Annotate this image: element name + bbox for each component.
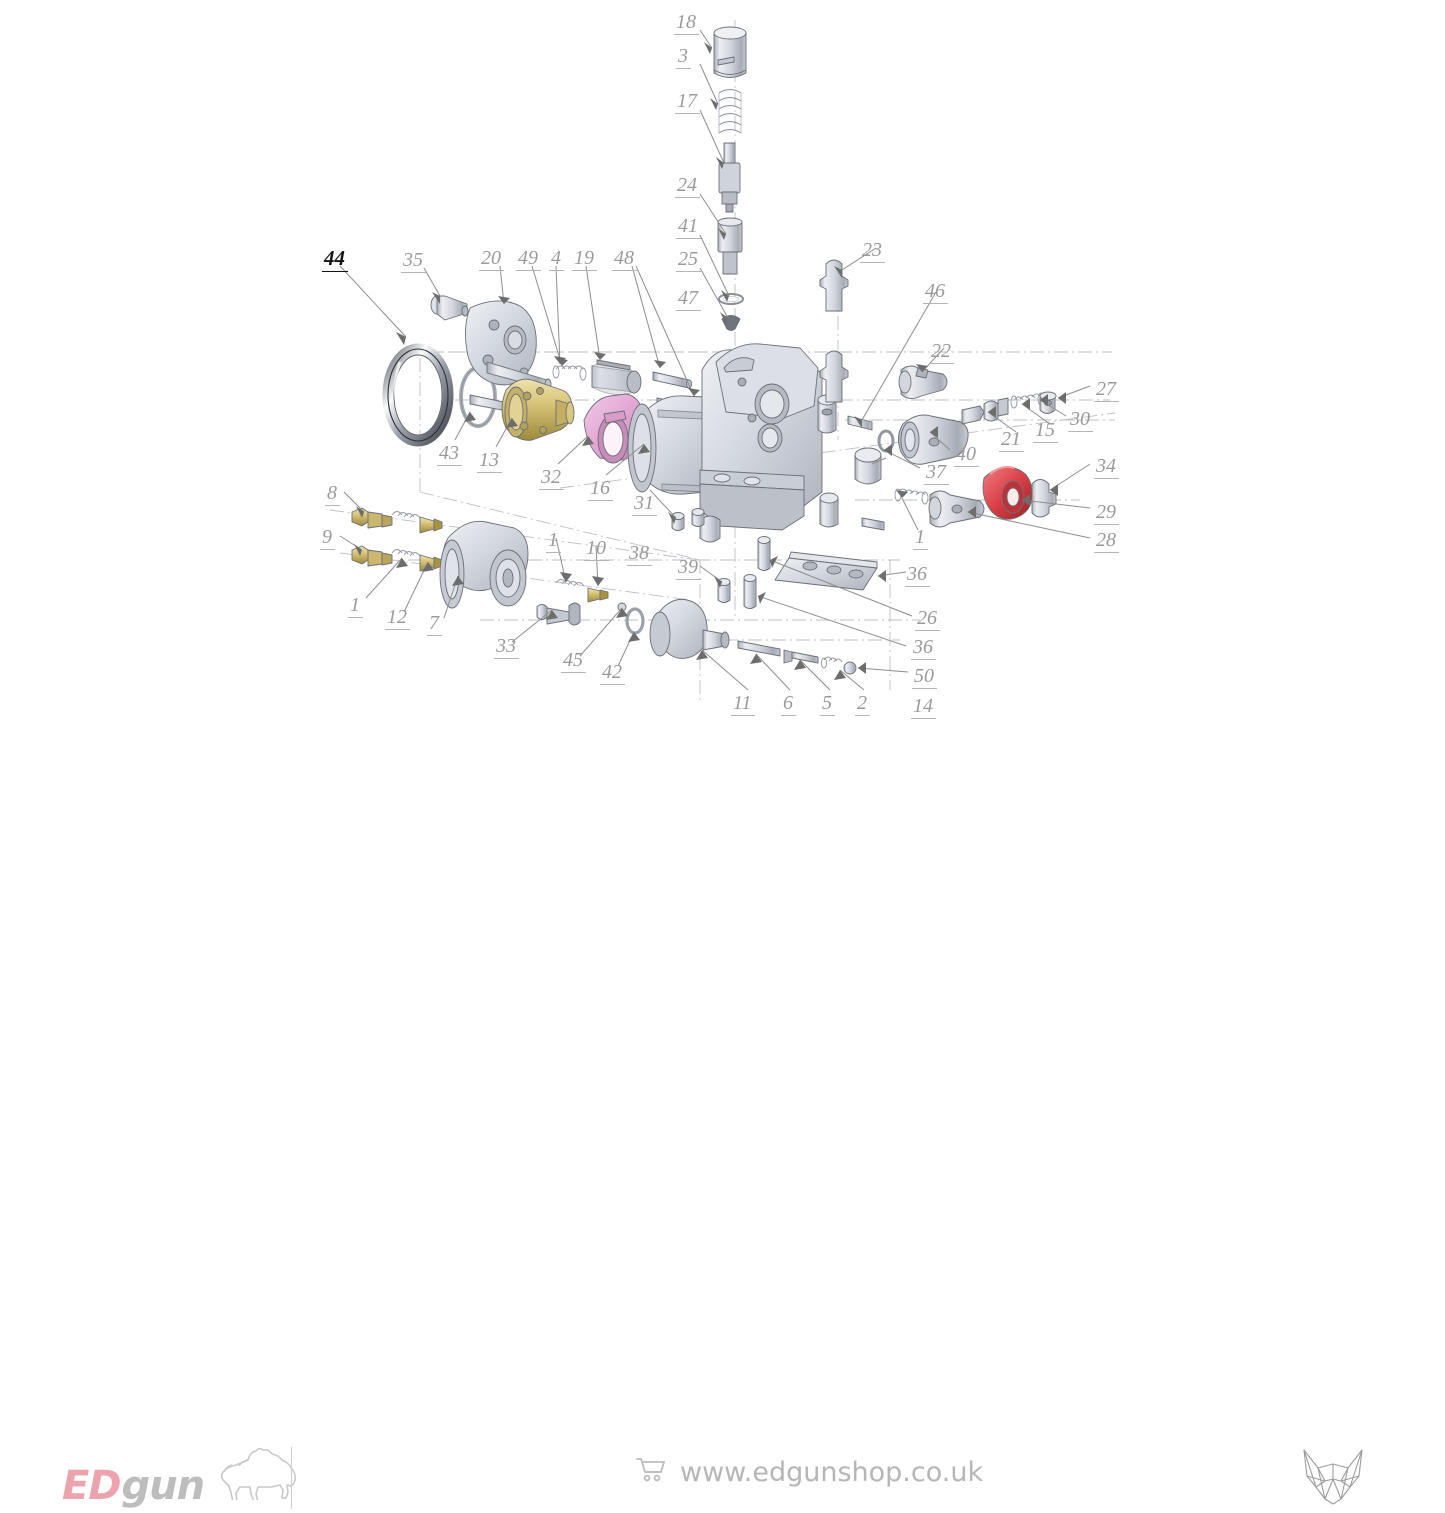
callout-label-4[interactable]: 4	[549, 248, 564, 271]
callout-label-18[interactable]: 18	[674, 12, 699, 35]
callout-label-23[interactable]: 23	[860, 240, 885, 263]
callout-label-39[interactable]: 39	[676, 557, 701, 580]
callout-label-11[interactable]: 11	[731, 693, 755, 716]
shopping-cart-icon	[636, 1457, 666, 1488]
brand-text-gun: gun	[121, 1463, 206, 1509]
callout-label-32[interactable]: 32	[539, 467, 564, 490]
shop-url[interactable]: www.edgunshop.co.uk	[636, 1457, 983, 1488]
callout-label-24[interactable]: 24	[675, 175, 700, 198]
callout-label-40[interactable]: 40	[954, 444, 979, 467]
callout-label-7[interactable]: 7	[427, 613, 442, 636]
callout-label-15[interactable]: 15	[1033, 420, 1058, 443]
callout-label-12[interactable]: 12	[385, 607, 410, 630]
callout-label-50[interactable]: 50	[912, 666, 937, 689]
shop-url-text: www.edgunshop.co.uk	[680, 1457, 984, 1488]
callout-label-45[interactable]: 45	[561, 650, 586, 673]
callout-label-29[interactable]: 29	[1094, 502, 1119, 525]
callout-label-43[interactable]: 43	[437, 443, 462, 466]
callout-label-26[interactable]: 26	[915, 608, 940, 631]
callout-label-14[interactable]: 14	[911, 696, 936, 719]
callout-label-6[interactable]: 6	[781, 693, 796, 716]
callout-label-9[interactable]: 9	[320, 527, 335, 550]
callout-label-16[interactable]: 16	[588, 478, 613, 501]
callout-label-27[interactable]: 27	[1094, 379, 1119, 402]
callout-label-41[interactable]: 41	[676, 216, 701, 239]
exploded-view-illustration	[329, 20, 1116, 700]
callout-label-17[interactable]: 17	[675, 91, 700, 114]
callout-label-30[interactable]: 30	[1068, 409, 1093, 432]
callout-label-36[interactable]: 36	[905, 564, 930, 587]
callout-label-5[interactable]: 5	[820, 693, 835, 716]
callout-label-31[interactable]: 31	[632, 493, 657, 516]
callout-label-46[interactable]: 46	[923, 281, 948, 304]
callout-label-25[interactable]: 25	[676, 249, 701, 272]
callout-label-19[interactable]: 19	[572, 248, 597, 271]
callout-label-38[interactable]: 38	[627, 543, 652, 566]
callout-label-1[interactable]: 1	[348, 595, 363, 618]
callout-label-33[interactable]: 33	[494, 636, 519, 659]
dog-silhouette-icon	[208, 1447, 300, 1505]
callout-label-1[interactable]: 1	[546, 530, 561, 553]
callout-label-34[interactable]: 34	[1094, 456, 1119, 479]
callout-label-42[interactable]: 42	[600, 662, 625, 685]
page-footer: ED gun www.edgunshop.co.uk	[0, 713, 1445, 1509]
callout-label-44[interactable]: 44	[322, 248, 348, 272]
callout-label-47[interactable]: 47	[676, 288, 701, 311]
callout-label-10[interactable]: 10	[584, 538, 609, 561]
callout-label-49[interactable]: 49	[516, 248, 541, 271]
wolf-head-icon	[1300, 1446, 1366, 1513]
callout-label-1[interactable]: 1	[913, 527, 928, 550]
callout-label-37[interactable]: 37	[924, 462, 949, 485]
edgun-logo: ED gun	[62, 1447, 300, 1509]
brand-text-ed: ED	[62, 1463, 122, 1509]
callout-label-48[interactable]: 48	[612, 248, 637, 271]
callout-label-28[interactable]: 28	[1094, 530, 1119, 553]
callout-label-21[interactable]: 21	[999, 429, 1024, 452]
callout-label-2[interactable]: 2	[855, 693, 870, 716]
callout-label-22[interactable]: 22	[929, 341, 954, 364]
callout-label-3[interactable]: 3	[676, 46, 691, 69]
callout-label-8[interactable]: 8	[325, 483, 340, 506]
callout-label-36[interactable]: 36	[911, 637, 936, 660]
callout-label-35[interactable]: 35	[401, 250, 426, 273]
callout-label-20[interactable]: 20	[479, 248, 504, 271]
footer-divider	[291, 1447, 292, 1509]
callout-label-13[interactable]: 13	[477, 450, 502, 473]
